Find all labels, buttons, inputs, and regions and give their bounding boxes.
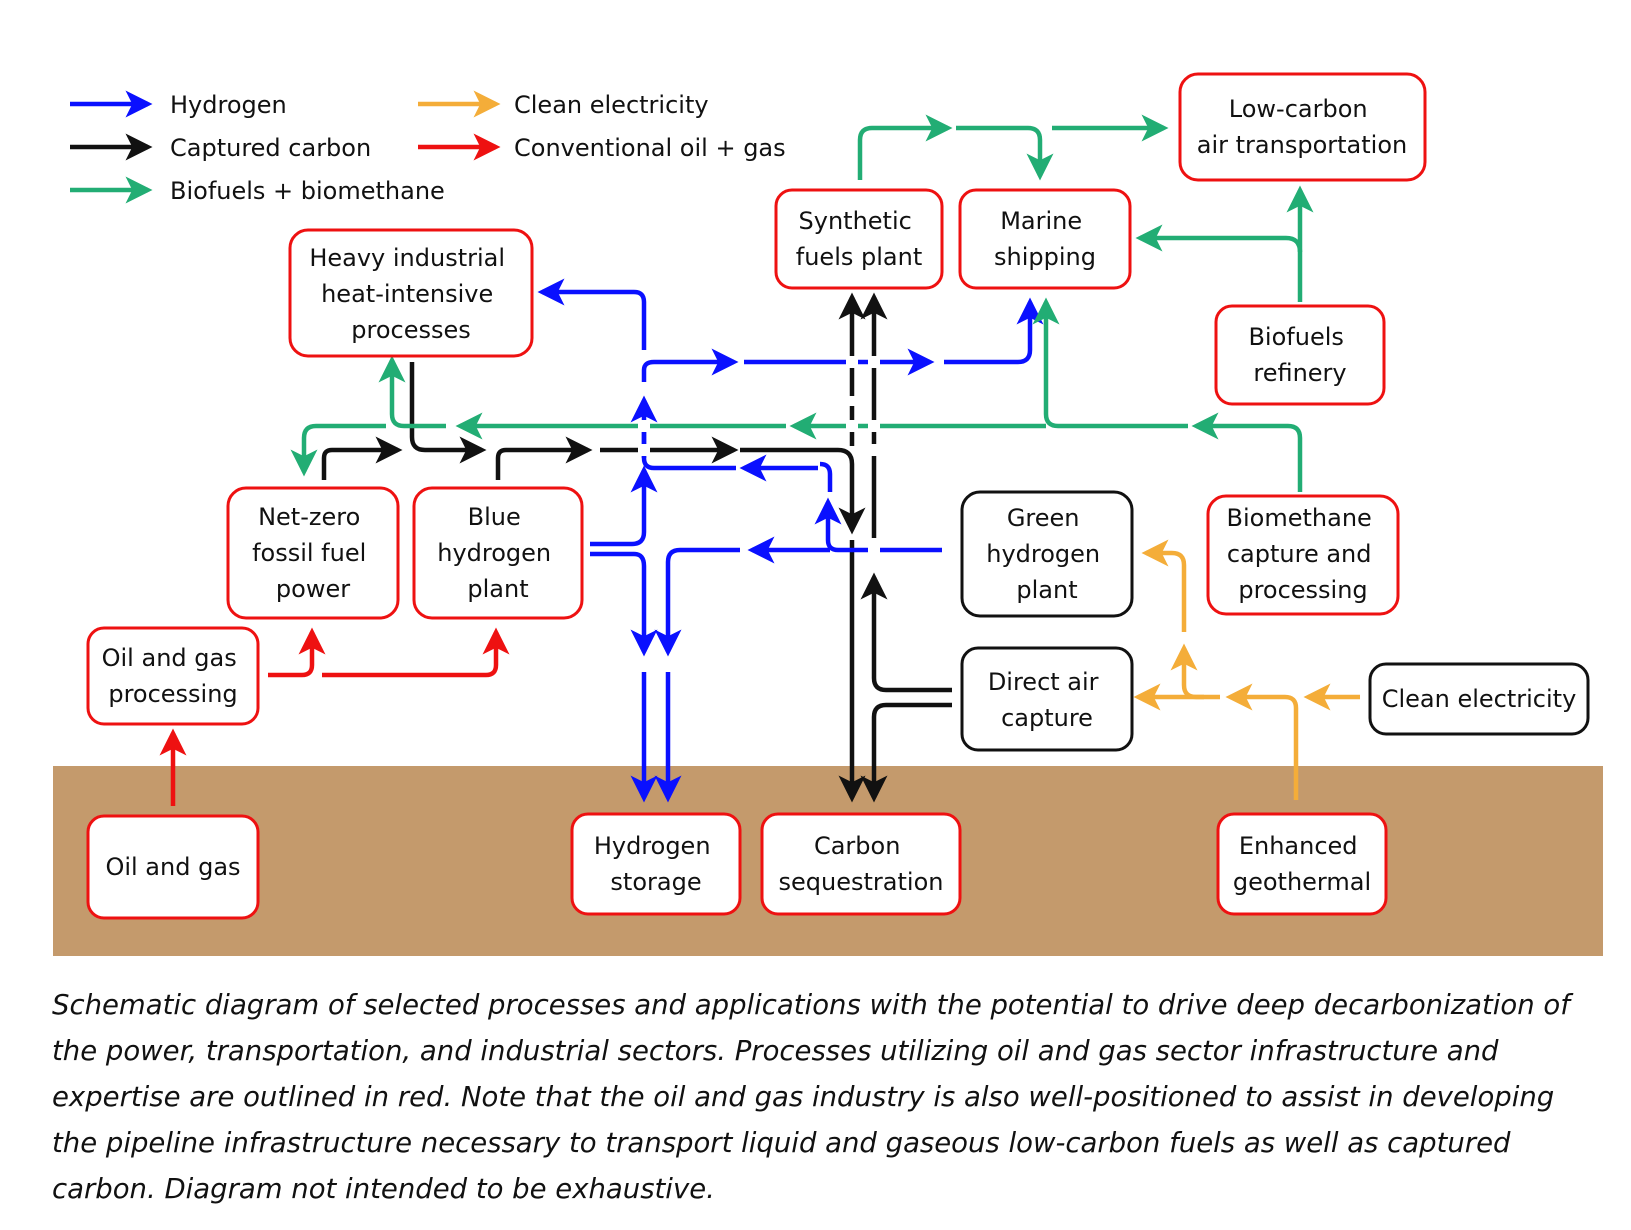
- decarbonization-diagram: Hydrogen Captured carbon Biofuels + biom…: [53, 72, 1603, 956]
- node-marine-shipping-box: [958, 188, 1132, 290]
- flow-processing-to-netzero: [268, 627, 326, 678]
- flow-to-heavy-up: [378, 355, 446, 429]
- flow-processing-to-blue: [322, 627, 510, 678]
- crossing-gaps: [638, 356, 880, 556]
- flow-blue-h2-down: [590, 551, 658, 657]
- flow-blue-carbon-a: [495, 436, 593, 480]
- flow-h2-loop-right: [819, 461, 833, 492]
- flow-dac-to-sequestration: [860, 702, 952, 803]
- flow-to-netzero-down: [290, 423, 386, 477]
- flow-synthetic-up: [857, 114, 953, 180]
- flow-h2-to-storage-from-green: [654, 547, 740, 657]
- node-heavy-industrial-box: [288, 228, 534, 358]
- flow-elec-to-green: [1141, 539, 1187, 632]
- flow-geothermal-up: [1225, 683, 1299, 800]
- legend-hydrogen-label: Hydrogen: [170, 91, 287, 119]
- node-net-zero-power-box: [226, 486, 400, 620]
- node-heavy-industrial-label: Heavy industrial heat-intensive processe…: [309, 244, 512, 344]
- node-hydrogen-storage-label: Hydrogen storage: [594, 832, 718, 896]
- node-carbon-sequestration-box: [760, 812, 962, 916]
- legend-biofuels-label: Biofuels + biomethane: [170, 177, 445, 205]
- node-hydrogen-storage-box: [570, 812, 742, 916]
- flow-to-marine-down: [956, 125, 1054, 181]
- node-oil-and-gas-box: [86, 814, 260, 920]
- node-low-carbon-air-label: Low-carbon air transportation: [1197, 95, 1407, 159]
- flow-green-to-junction: [814, 497, 942, 553]
- node-blue-hydrogen-box: [412, 486, 584, 620]
- node-direct-air-capture-box: [960, 646, 1134, 752]
- flow-dac-to-junction: [860, 572, 952, 693]
- node-oil-and-gas-label: Oil and gas: [105, 853, 240, 881]
- node-synthetic-fuels-label: Synthetic fuels plant: [796, 207, 922, 271]
- node-oil-gas-processing-label: Oil and gas processing: [102, 644, 245, 708]
- node-clean-electricity-label: Clean electricity: [1382, 685, 1577, 713]
- node-biofuels-refinery-label: Biofuels refinery: [1248, 323, 1351, 387]
- flow-carbon-junction: [740, 447, 866, 535]
- node-biofuels-refinery-box: [1214, 304, 1386, 406]
- flow-h2-to-marine-b: [944, 297, 1044, 365]
- node-oil-gas-processing-box: [86, 626, 260, 726]
- legend: [70, 90, 501, 204]
- flow-blue-h2-up: [590, 465, 658, 547]
- legend-electricity-label: Clean electricity: [514, 91, 709, 119]
- node-marine-shipping-label: Marine shipping: [994, 207, 1096, 271]
- node-direct-air-capture-label: Direct air capture: [988, 668, 1106, 732]
- node-low-carbon-air-box: [1178, 72, 1427, 182]
- node-enhanced-geothermal-box: [1216, 812, 1388, 916]
- node-clean-electricity-box: [1368, 662, 1590, 736]
- node-enhanced-geothermal-label: Enhanced geothermal: [1233, 832, 1371, 896]
- flow-biomethane-up: [1191, 412, 1303, 492]
- node-net-zero-power-label: Net-zero fossil fuel power: [252, 503, 374, 603]
- flow-elec-riser: [1170, 643, 1204, 700]
- figure-caption: Schematic diagram of selected processes …: [52, 989, 1570, 1205]
- flow-h2-loop: [641, 420, 736, 471]
- flow-h2-junction: [641, 348, 739, 382]
- node-biomethane-box: [1206, 494, 1400, 616]
- node-green-hydrogen-box: [960, 490, 1134, 618]
- node-green-hydrogen-label: Green hydrogen plant: [986, 504, 1108, 604]
- node-carbon-sequestration-label: Carbon sequestration: [779, 832, 944, 896]
- node-biomethane-label: Biomethane capture and processing: [1227, 504, 1380, 604]
- legend-carbon-label: Captured carbon: [170, 134, 371, 162]
- legend-conventional-label: Conventional oil + gas: [514, 134, 786, 162]
- node-synthetic-fuels-box: [774, 188, 944, 290]
- flow-netzero-carbon: [321, 436, 403, 480]
- flow-biomethane-to-marine: [1032, 297, 1188, 429]
- flow-h2-to-heavy: [537, 278, 647, 350]
- flow-heavy-carbon: [409, 362, 487, 464]
- flow-refinery-to-marine: [1135, 224, 1303, 253]
- node-blue-hydrogen-label: Blue hydrogen plant: [437, 503, 559, 603]
